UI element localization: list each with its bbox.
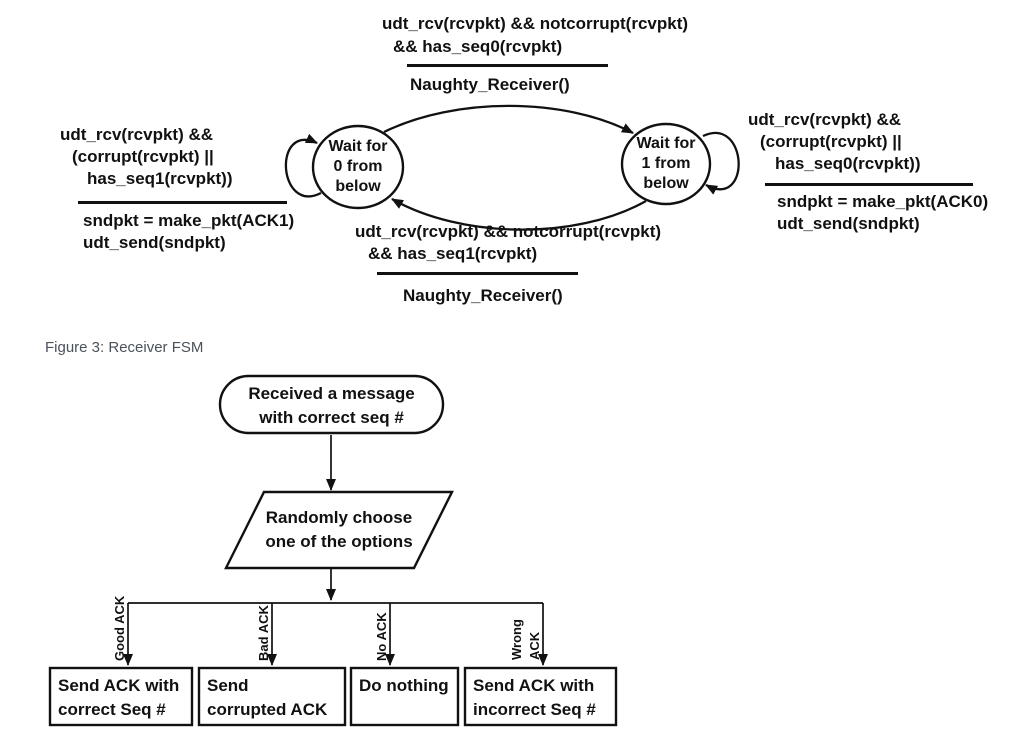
fsm-state-wait0-line3: below (335, 178, 381, 195)
box2-line1: Send (207, 676, 249, 695)
flowchart-decision-node-shape (224, 490, 454, 570)
fsm-state-wait1-line2: 1 from (641, 155, 691, 172)
fsm-state-wait1-label: Wait for 1 from below (616, 134, 716, 194)
flowchart-decision-line2: one of the options (265, 532, 413, 551)
figure-caption: Figure 3: Receiver FSM (45, 339, 204, 356)
flowchart-box-incorrect-ack-label: Send ACK with incorrect Seq # (473, 674, 596, 722)
fsm-bottom-transition-arrow (391, 198, 647, 231)
fsm-left-self-loop-arrow (284, 133, 322, 198)
fsm-state-wait1-line1: Wait for (636, 135, 696, 152)
fsm-left-fraction-bar (78, 201, 287, 204)
fsm-right-condition-line2: (corrupt(rcvpkt) || (760, 132, 902, 151)
fsm-right-self-loop-arrow (702, 132, 740, 195)
fsm-state-wait0-line1: Wait for (328, 138, 388, 155)
fsm-right-condition-line3: has_seq0(rcvpkt)) (775, 154, 921, 173)
fsm-state-wait0-line2: 0 from (333, 158, 383, 175)
fsm-left-action-line2: udt_send(sndpkt) (83, 233, 226, 252)
fsm-left-condition-line1: udt_rcv(rcvpkt) && (60, 125, 214, 144)
fsm-right-action-line2: udt_send(sndpkt) (777, 214, 920, 233)
fsm-left-condition-line2: (corrupt(rcvpkt) || (72, 147, 214, 166)
flowchart-box-correct-ack-shape (48, 666, 194, 727)
flowchart-box-incorrect-ack-shape (463, 666, 618, 727)
fsm-bottom-fraction-bar (377, 272, 578, 275)
branch-label-good-ack: Good ACK (112, 595, 127, 661)
branch-label-no-ack: No ACK (374, 612, 389, 661)
branch-label-bad-ack: Bad ACK (256, 605, 271, 661)
flowchart-start-line2: with correct seq # (259, 408, 404, 427)
fsm-bottom-condition-line1: udt_rcv(rcvpkt) && notcorrupt(rcvpkt) (355, 222, 662, 241)
fsm-right-action-line1: sndpkt = make_pkt(ACK0) (777, 192, 989, 211)
fsm-top-transition-arrow (383, 104, 634, 135)
fsm-right-condition-line1: udt_rcv(rcvpkt) && (748, 110, 902, 129)
box1-line2: correct Seq # (58, 700, 166, 719)
box4-line2: incorrect Seq # (473, 700, 596, 719)
flowchart-box-do-nothing-shape (349, 666, 460, 727)
flowchart-box-do-nothing-label: Do nothing (359, 674, 449, 698)
fsm-bottom-action: Naughty_Receiver() (403, 286, 563, 305)
box3-line1: Do nothing (359, 676, 449, 695)
flowchart-box-correct-ack-label: Send ACK with correct Seq # (58, 674, 179, 722)
branch-label-wrong-ack-line1: Wrong (509, 619, 524, 660)
flowchart-start-node-shape (218, 374, 445, 435)
flowchart-box-corrupted-ack-shape (197, 666, 347, 727)
flowchart-box-corrupted-ack-label: Send corrupted ACK (207, 674, 327, 722)
fsm-left-condition-line3: has_seq1(rcvpkt)) (87, 169, 233, 188)
flowchart-start-line1: Received a message (248, 384, 415, 403)
fsm-state-wait0-label: Wait for 0 from below (308, 137, 408, 197)
box4-line1: Send ACK with (473, 676, 595, 695)
fsm-right-fraction-bar (765, 183, 973, 186)
fsm-top-condition-line1: udt_rcv(rcvpkt) && notcorrupt(rcvpkt) (382, 14, 689, 33)
fsm-state-wait1-circle (620, 122, 712, 206)
fsm-state-wait1-line3: below (643, 175, 689, 192)
fsm-top-condition-line2: && has_seq0(rcvpkt) (393, 37, 563, 56)
fsm-state-wait0-circle (311, 124, 405, 210)
box2-line2: corrupted ACK (207, 700, 328, 719)
branch-label-wrong-ack-line2: ACK (527, 631, 542, 660)
flowchart-decision-line1: Randomly choose (265, 508, 413, 527)
fsm-left-action-line1: sndpkt = make_pkt(ACK1) (83, 211, 295, 230)
fsm-bottom-condition-line2: && has_seq1(rcvpkt) (368, 244, 538, 263)
flowchart-decision-label: Randomly choose one of the options (239, 506, 439, 554)
box1-line1: Send ACK with (58, 676, 180, 695)
fsm-top-action: Naughty_Receiver() (410, 75, 570, 94)
flowchart-start-label: Received a message with correct seq # (220, 382, 443, 430)
fsm-top-fraction-bar (407, 64, 608, 67)
